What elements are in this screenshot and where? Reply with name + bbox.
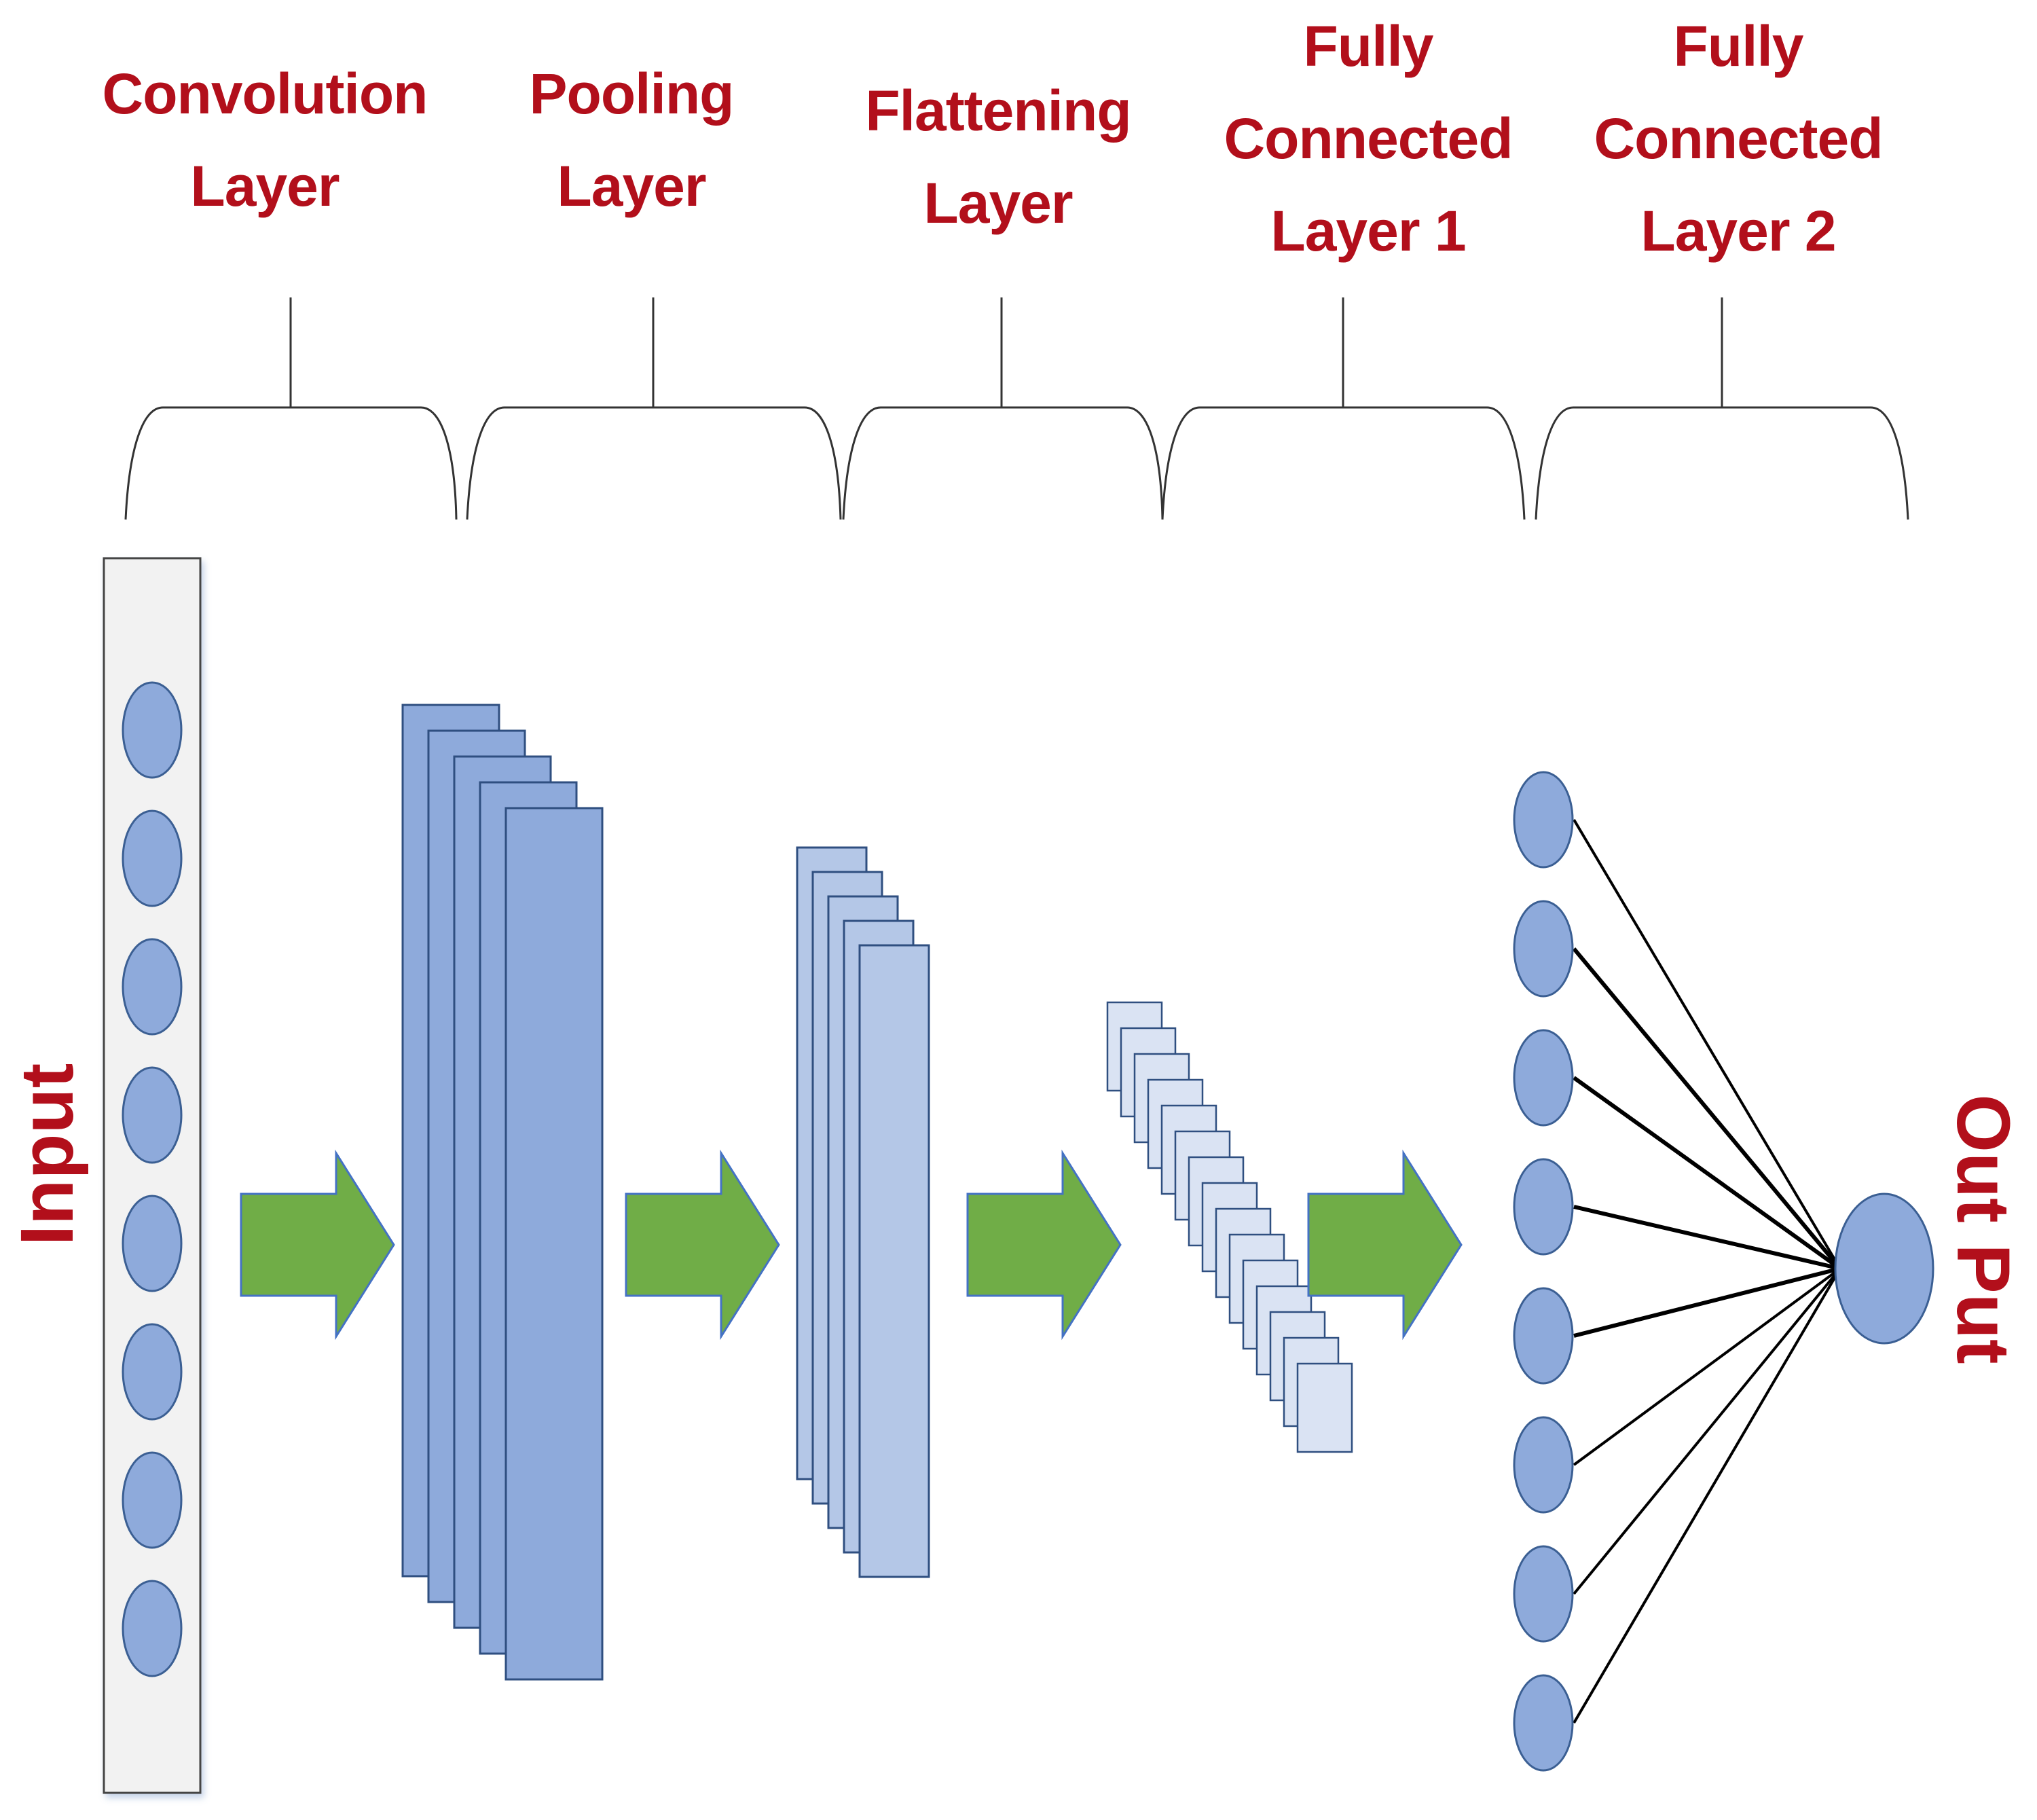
brace-flattening: [842, 297, 1164, 520]
fc-connection: [1573, 1205, 1841, 1271]
input-neuron: [122, 1323, 183, 1421]
flow-arrow: [966, 1149, 1122, 1341]
brace-pooling: [466, 297, 842, 520]
pool-feature-map: [858, 944, 930, 1578]
fc-connection: [1573, 1267, 1841, 1338]
fc-connections: [1572, 818, 1842, 1724]
flow-arrow: [625, 1149, 780, 1341]
brace-fc1: [1161, 297, 1526, 520]
fc-neuron: [1513, 1674, 1574, 1772]
fc-connection: [1573, 1267, 1841, 1466]
fc-neuron: [1513, 900, 1574, 998]
fc-neuron: [1513, 1287, 1574, 1385]
pooling-feature-maps: [796, 846, 930, 1578]
flow-arrows: [240, 1149, 1463, 1341]
input-neuron: [122, 1195, 183, 1292]
output-neuron: [1834, 1193, 1934, 1345]
fc-connection: [1573, 1267, 1841, 1724]
flattened-units: [1106, 1001, 1353, 1453]
fc-connection: [1573, 1076, 1841, 1271]
input-neuron: [122, 1580, 183, 1677]
fc-connection: [1573, 1267, 1841, 1595]
input-neuron: [122, 938, 183, 1036]
fc-neuron: [1513, 1416, 1574, 1514]
input-neuron: [122, 1066, 183, 1164]
fc-neuron: [1513, 1158, 1574, 1256]
brace-fc2: [1535, 297, 1909, 520]
fc-neuron: [1513, 1545, 1574, 1643]
layer-braces: [124, 297, 1909, 520]
fc1-neurons: [1513, 771, 1574, 1772]
fc-connection: [1572, 947, 1842, 1270]
conv-feature-map: [504, 807, 604, 1681]
fc-connection: [1573, 818, 1841, 1270]
flattened-unit: [1296, 1362, 1353, 1453]
flow-arrow: [1307, 1149, 1463, 1341]
flow-arrow: [240, 1149, 395, 1341]
input-neurons: [122, 681, 183, 1677]
input-neuron: [122, 681, 183, 779]
output-neurons: [1834, 1193, 1934, 1345]
fc-neuron: [1513, 771, 1574, 869]
fc-neuron: [1513, 1029, 1574, 1127]
input-layer: [103, 557, 202, 1794]
input-neuron: [122, 809, 183, 907]
input-neuron: [122, 1451, 183, 1549]
brace-convolution: [124, 297, 458, 520]
convolution-feature-maps: [401, 704, 604, 1681]
